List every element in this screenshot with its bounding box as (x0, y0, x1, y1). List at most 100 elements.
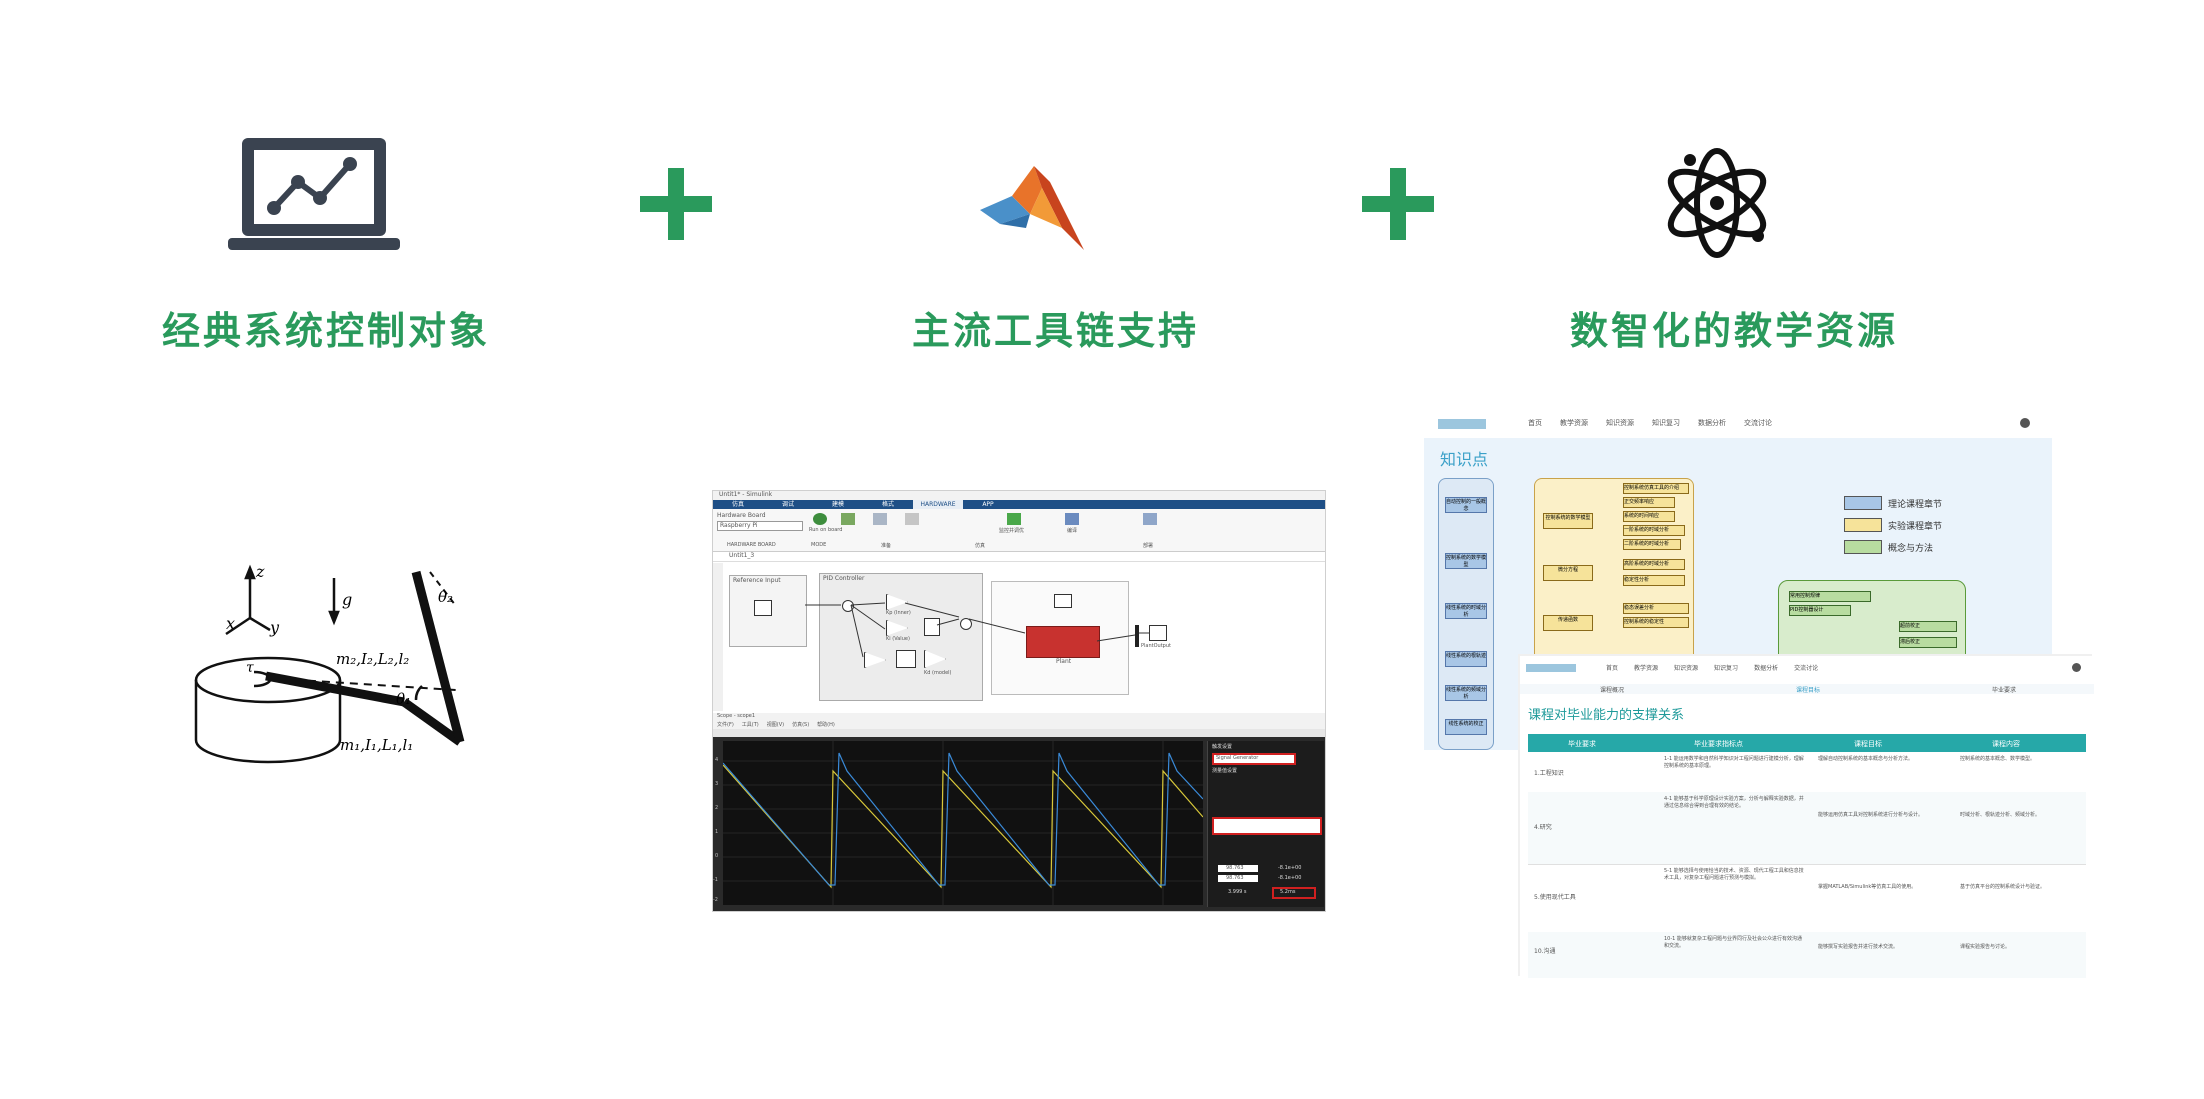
time-delta-value: 5.2ms (1272, 887, 1316, 899)
pid-controller-subsystem[interactable]: PID Controller Kp (Inner) Ki (Value) Kd … (819, 573, 983, 701)
tab-app[interactable]: APP (982, 501, 994, 508)
trigger-source-select[interactable] (1212, 817, 1322, 835)
output-scope-block[interactable] (1149, 625, 1167, 641)
deploy-icon[interactable] (1143, 513, 1157, 525)
monitor-icon[interactable] (1007, 513, 1021, 525)
run-on-board-button[interactable]: Run on board (809, 527, 843, 533)
kd-gain-block[interactable] (864, 652, 886, 668)
build-button[interactable]: 编译 (1067, 528, 1078, 534)
topic-item[interactable]: 稳定性分析 (1623, 575, 1685, 586)
menu-view[interactable]: 视图(V) (766, 722, 785, 728)
nav-item[interactable]: 数据分析 (1698, 419, 1726, 427)
model-canvas[interactable]: Reference Input PID Controller Kp (Inner… (723, 563, 1325, 711)
topic-item[interactable]: 稳态误差分析 (1623, 603, 1689, 614)
signal-select[interactable]: Signal Generator (1212, 753, 1296, 765)
mux-block[interactable] (1135, 625, 1139, 647)
ki-gain-block[interactable] (886, 620, 908, 636)
topic-item[interactable]: 控制系统的稳定性 (1623, 617, 1689, 628)
reference-input-block[interactable]: Reference Input (729, 575, 807, 647)
integrator-block[interactable] (924, 618, 940, 636)
site-logo (1438, 419, 1486, 429)
method-item[interactable]: 滞后校正 (1899, 637, 1957, 648)
nav-item[interactable]: 教学资源 (1634, 665, 1659, 672)
topic-item[interactable]: 一阶系统的时域分析 (1623, 525, 1685, 536)
topic-node[interactable]: 传递函数 (1543, 615, 1593, 631)
topic-item[interactable]: 高阶系统的时域分析 (1623, 559, 1685, 570)
tab-requirements[interactable]: 毕业要求 (1992, 687, 2017, 694)
nav-item[interactable]: 知识复习 (1652, 419, 1680, 427)
table-row: 1.工程知识 1-1 能运用数学和自然科学知识对工程问题进行建模分析，理解控制系… (1528, 752, 2086, 793)
kp-gain-block[interactable] (886, 594, 908, 610)
nav-item[interactable]: 数据分析 (1754, 665, 1779, 672)
tab-modeling[interactable]: 建模 (831, 501, 844, 508)
user-icon[interactable] (2020, 418, 2030, 428)
tab-format[interactable]: 格式 (881, 501, 894, 508)
nav-item[interactable]: 首页 (1528, 419, 1542, 427)
sum-block[interactable] (842, 600, 854, 612)
chapter-node[interactable]: 线性系统的频域分析 (1445, 685, 1487, 701)
nav-item[interactable]: 首页 (1606, 665, 1619, 672)
nav-item[interactable]: 知识资源 (1674, 665, 1699, 672)
course-support-screenshot: 首页 教学资源 知识资源 知识复习 数据分析 交流讨论 课程概况 课程目标 毕业… (1520, 656, 2094, 978)
measure-row: 98.763 (1218, 875, 1258, 882)
chapter-node[interactable]: 线性系统的校正 (1445, 719, 1487, 735)
tab-simulation[interactable]: 仿真 (731, 501, 744, 508)
chapter-node[interactable]: 自动控制的一般概念 (1445, 497, 1487, 513)
tab-overview[interactable]: 课程概况 (1600, 687, 1625, 694)
topic-item[interactable]: 二阶系统的时域分析 (1623, 539, 1681, 550)
menu-help[interactable]: 帮助(H) (817, 722, 835, 728)
tab-hardware[interactable]: HARDWARE (913, 500, 963, 509)
method-item[interactable]: 超前校正 (1899, 621, 1957, 632)
scope-titlebar: Scope - scope1 (713, 713, 1325, 721)
menu-simulation[interactable]: 仿真(S) (792, 722, 810, 728)
prepare-icon[interactable] (905, 513, 919, 525)
plant-subsystem[interactable]: Plant (991, 581, 1129, 695)
nav-item[interactable]: 教学资源 (1560, 419, 1588, 427)
plant-block[interactable] (1026, 626, 1100, 658)
menu-tools[interactable]: 工具(T) (741, 722, 759, 728)
feature-title: 主流工具链支持 (912, 309, 1200, 353)
column-header: 课程目标 (1854, 740, 1882, 748)
run-on-board-icon[interactable] (813, 513, 827, 525)
output-sum-block[interactable] (960, 618, 972, 630)
nav-item[interactable]: 交流讨论 (1794, 665, 1819, 672)
nav-item[interactable]: 知识复习 (1714, 665, 1739, 672)
topic-item[interactable]: 正交频率响应 (1623, 497, 1675, 508)
section-label: 仿真 (975, 543, 986, 549)
nav-item[interactable]: 交流讨论 (1744, 419, 1772, 427)
topic-item[interactable]: 控制系统仿真工具的介绍 (1623, 483, 1689, 494)
user-icon[interactable] (2072, 663, 2081, 672)
ribbon: Hardware Board Raspberry Pi HARDWARE BOA… (713, 509, 1325, 552)
measurement-panel: 触发设置 Signal Generator 测量值设置 98.763 98.76… (1207, 741, 1324, 907)
scope-block[interactable] (1054, 594, 1072, 608)
board-select[interactable]: Raspberry Pi (717, 521, 803, 531)
section-label: 部署 (1143, 543, 1154, 549)
axis-y-label: y (270, 618, 280, 637)
scope-toolbar[interactable] (713, 729, 1325, 737)
chapter-node[interactable]: 线性系统的时域分析 (1445, 603, 1487, 619)
prepare-icon[interactable] (841, 513, 855, 525)
menu-file[interactable]: 文件(F) (717, 722, 734, 728)
derivative-block[interactable] (896, 650, 916, 668)
filter-gain-block[interactable] (924, 650, 946, 668)
topic-item[interactable]: 系统的时间响应 (1623, 511, 1675, 522)
build-icon[interactable] (1065, 513, 1079, 525)
chapter-node[interactable]: 线性系统的根轨迹 (1445, 651, 1487, 667)
tab-debug[interactable]: 调试 (781, 501, 794, 508)
monitor-button[interactable]: 监控并调优 (999, 528, 1025, 534)
method-item[interactable]: 常用控制规律 (1789, 591, 1871, 602)
topic-node[interactable]: 控制系统的数学模型 (1543, 513, 1593, 529)
table-title: 课程对毕业能力的支撑关系 (1528, 708, 1685, 723)
axis-x-label: x (226, 614, 236, 633)
method-item[interactable]: PID控制器设计 (1789, 605, 1851, 616)
prepare-icon[interactable] (873, 513, 887, 525)
tab-objectives[interactable]: 课程目标 (1796, 687, 1821, 694)
nav-item[interactable]: 知识资源 (1606, 419, 1634, 427)
topic-node[interactable]: 微分方程 (1543, 565, 1593, 581)
chapter-node[interactable]: 控制系统的数学模型 (1445, 553, 1487, 569)
table-row: 5.使用现代工具 5-1 能够选择与使用恰当的技术、资源、现代工程工具和信息技术… (1528, 864, 2086, 933)
scope-y-ticks: 4 3 2 1 0 -1 -2 (713, 757, 719, 903)
table-row: 4.研究 4-1 能够基于科学原理设计实验方案，分析与解释实验数据，并通过信息综… (1528, 792, 2086, 865)
matlab-logo-icon (978, 158, 1086, 254)
scope-plot-area[interactable] (722, 741, 1204, 905)
